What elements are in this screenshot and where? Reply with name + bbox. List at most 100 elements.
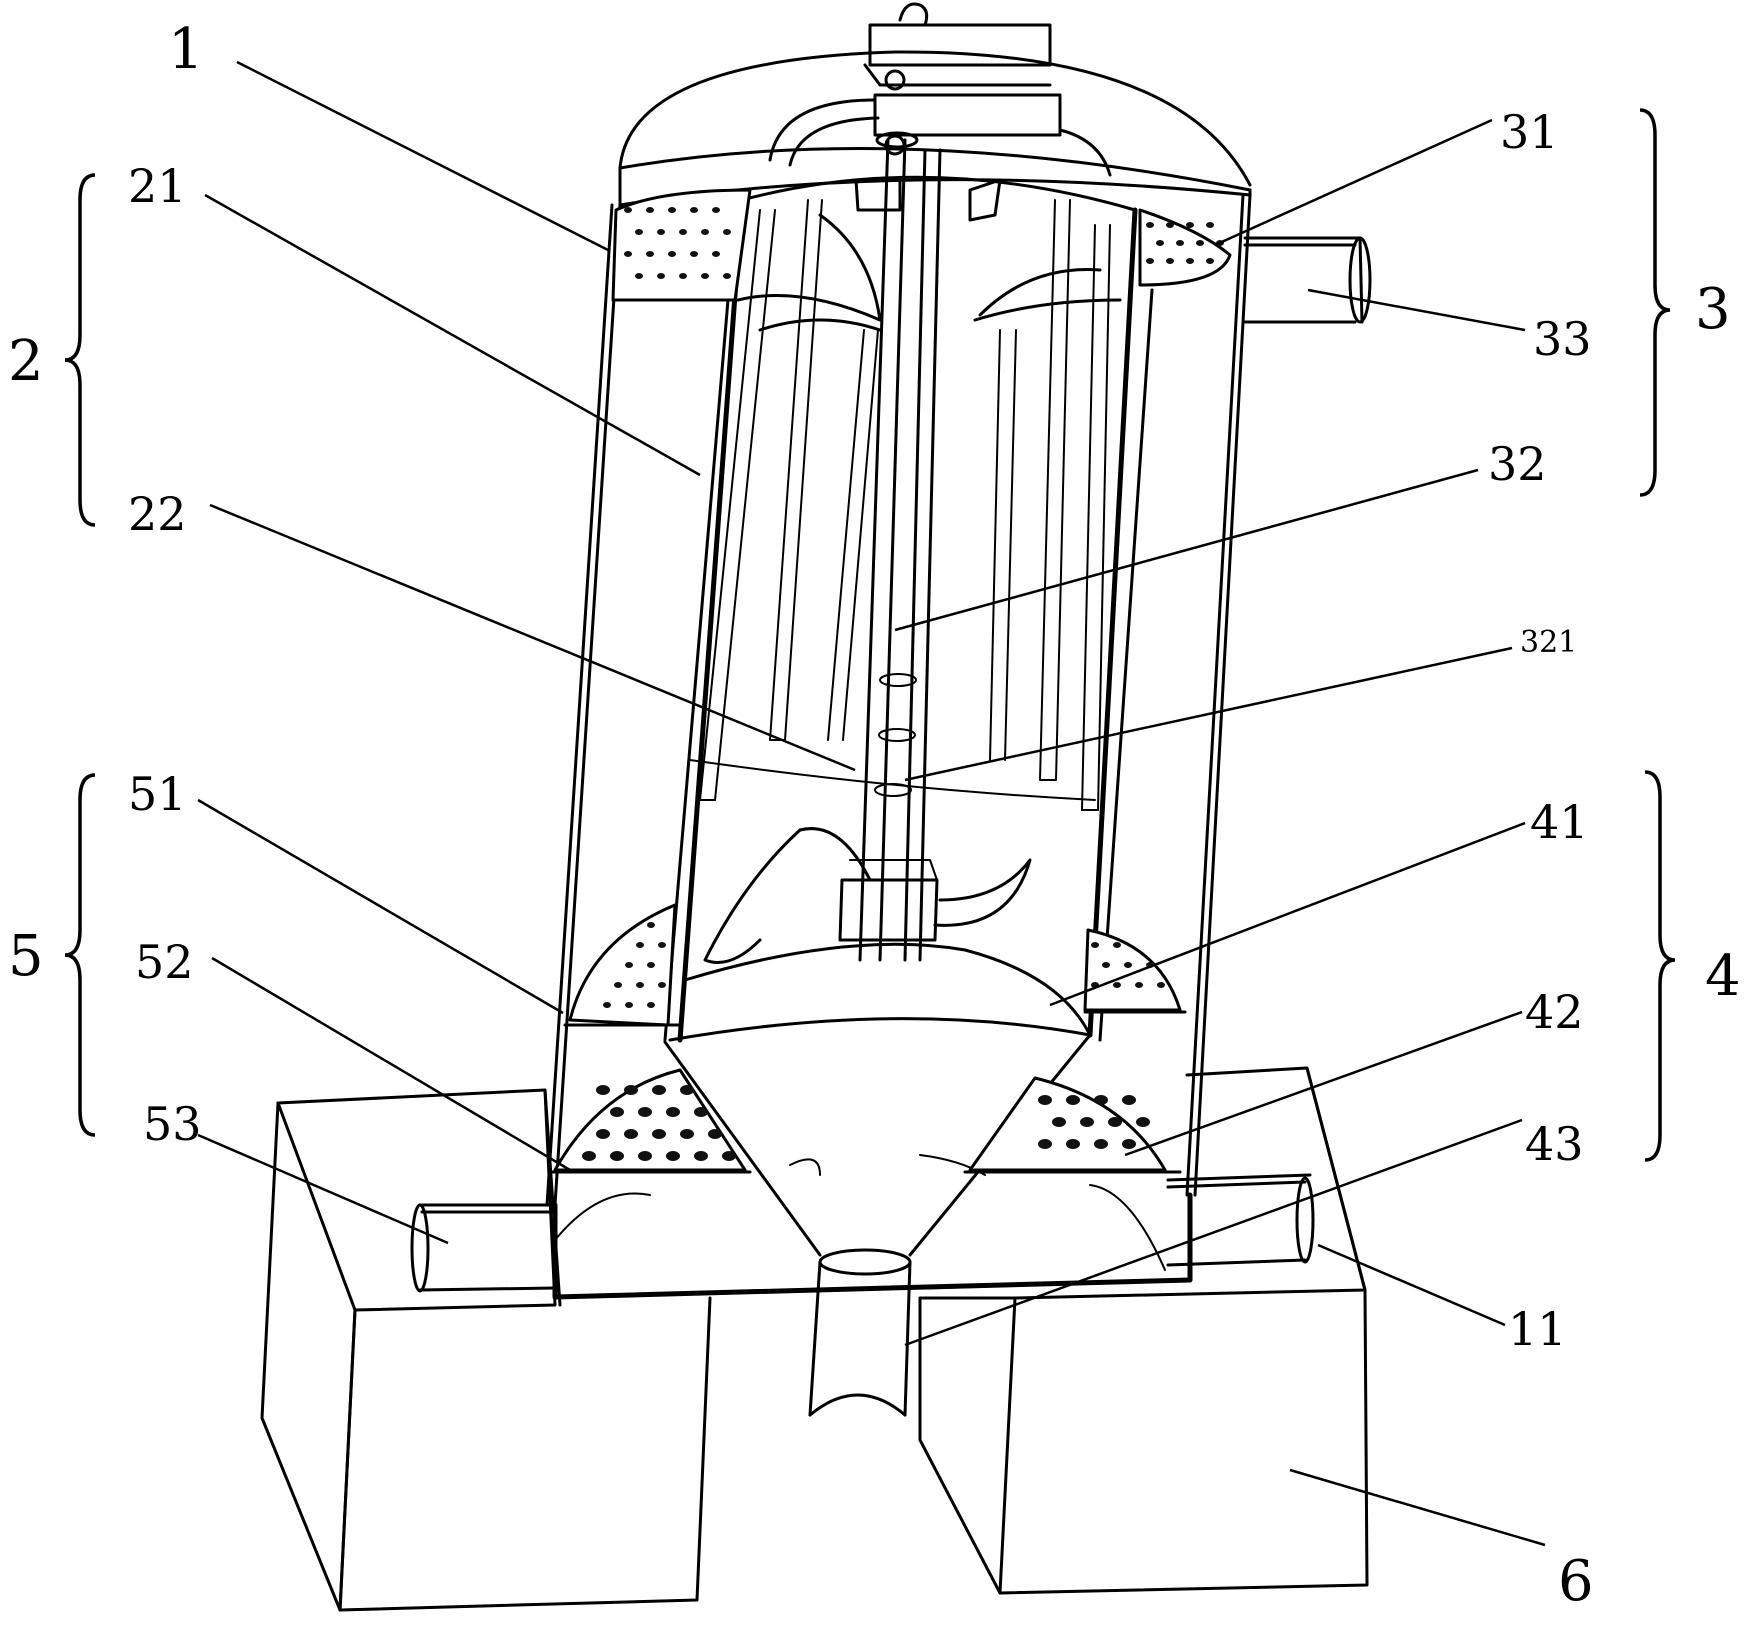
label-1: 1 <box>168 17 204 82</box>
perforation-hole <box>1052 1117 1066 1127</box>
perforation-hole <box>1166 222 1174 228</box>
perforation-hole <box>610 1107 624 1117</box>
perforation-hole <box>657 273 665 279</box>
label-53: 53 <box>143 1097 202 1151</box>
perforation-hole <box>666 1107 680 1117</box>
perforation-hole <box>1038 1139 1052 1149</box>
brace-3 <box>1639 108 1671 497</box>
perforation-hole <box>635 273 643 279</box>
label-5: 5 <box>8 924 44 989</box>
perforation-hole <box>1157 982 1165 988</box>
label-43: 43 <box>1525 1117 1584 1171</box>
perforation-hole <box>1094 1095 1108 1105</box>
middle-mesh <box>563 903 1187 1027</box>
lower-arcs <box>554 1184 1166 1271</box>
label-41: 41 <box>1530 795 1589 849</box>
label-321: 321 <box>1520 625 1577 660</box>
perforation-hole <box>701 229 709 235</box>
perforation-hole <box>668 251 676 257</box>
perforation-hole <box>690 251 698 257</box>
perforation-hole <box>712 251 720 257</box>
perforation-hole <box>1166 258 1174 264</box>
perforation-hole <box>723 273 731 279</box>
inner-cylinder <box>663 175 1154 1043</box>
perforation-hole <box>1066 1095 1080 1105</box>
brace-2 <box>64 173 96 527</box>
perforation-hole <box>603 1002 611 1008</box>
label-51: 51 <box>128 767 187 821</box>
outer-cylinder <box>545 50 1252 1207</box>
perforation-hole <box>596 1129 610 1139</box>
perforation-hole <box>708 1129 722 1139</box>
label-33: 33 <box>1533 312 1592 366</box>
perforation-hole <box>680 1129 694 1139</box>
drive-assembly <box>768 2 1112 222</box>
perforation-hole <box>1156 240 1164 246</box>
perforation-hole <box>635 229 643 235</box>
label-2: 2 <box>8 329 44 394</box>
perforation-hole <box>1135 982 1143 988</box>
side-pipe-11 <box>1166 1173 1315 1267</box>
perforation-hole <box>624 207 632 213</box>
labels: 1 21 2 22 51 5 52 53 31 3 33 32 321 41 4… <box>8 17 1741 1614</box>
perforation-hole <box>1206 258 1214 264</box>
perforation-hole <box>647 962 655 968</box>
perforation-hole <box>647 1002 655 1008</box>
label-21: 21 <box>128 159 187 213</box>
perforation-hole <box>1186 222 1194 228</box>
perforation-hole <box>680 1085 694 1095</box>
perforation-hole <box>636 942 644 948</box>
perforation-hole <box>652 1085 666 1095</box>
impeller <box>703 827 1032 964</box>
label-3: 3 <box>1695 277 1731 342</box>
lower-mesh <box>551 1068 1182 1174</box>
perforation-hole <box>614 982 622 988</box>
perforation-hole <box>646 207 654 213</box>
perforation-hole <box>625 962 633 968</box>
perforation-hole <box>1080 1117 1094 1127</box>
bottom-plate <box>552 1192 1193 1300</box>
label-6: 6 <box>1558 1549 1594 1614</box>
perforation-hole <box>679 273 687 279</box>
brace-4 <box>1644 770 1676 1162</box>
perforation-hole <box>1108 1117 1122 1127</box>
label-42: 42 <box>1525 985 1584 1039</box>
perforation-hole <box>694 1107 708 1117</box>
perforation-hole <box>712 207 720 213</box>
label-32: 32 <box>1488 437 1547 491</box>
perforation-hole <box>1122 1095 1136 1105</box>
perforation-hole <box>668 207 676 213</box>
perforation-hole <box>679 229 687 235</box>
leader-lines <box>197 60 1546 1547</box>
perforation-hole <box>647 922 655 928</box>
perforation-hole <box>1196 240 1204 246</box>
perforation-hole <box>1146 258 1154 264</box>
perforation-hole <box>610 1151 624 1161</box>
perforation-hole <box>658 942 666 948</box>
perforation-hole <box>624 251 632 257</box>
outlet-pipe-33 <box>1243 236 1372 324</box>
label-11: 11 <box>1508 1302 1567 1356</box>
perforation-hole <box>638 1151 652 1161</box>
perforation-hole <box>701 273 709 279</box>
perforation-hole <box>666 1151 680 1161</box>
perforation-hole <box>1066 1139 1080 1149</box>
perforation-hole <box>624 1085 638 1095</box>
perforation-hole <box>636 982 644 988</box>
brace-5 <box>64 773 96 1137</box>
perforation-hole <box>652 1129 666 1139</box>
top-mesh <box>611 188 1232 302</box>
perforation-hole <box>722 1151 736 1161</box>
perforation-hole <box>690 207 698 213</box>
label-22: 22 <box>128 487 187 541</box>
perforation-hole <box>1102 962 1110 968</box>
label-52: 52 <box>135 935 194 989</box>
perforation-hole <box>1038 1095 1052 1105</box>
perforation-hole <box>1124 962 1132 968</box>
perforation-hole <box>1186 258 1194 264</box>
label-4: 4 <box>1705 944 1741 1009</box>
perforation-hole <box>1176 240 1184 246</box>
perforation-hole <box>1094 1139 1108 1149</box>
inner-dome <box>668 942 1092 1042</box>
